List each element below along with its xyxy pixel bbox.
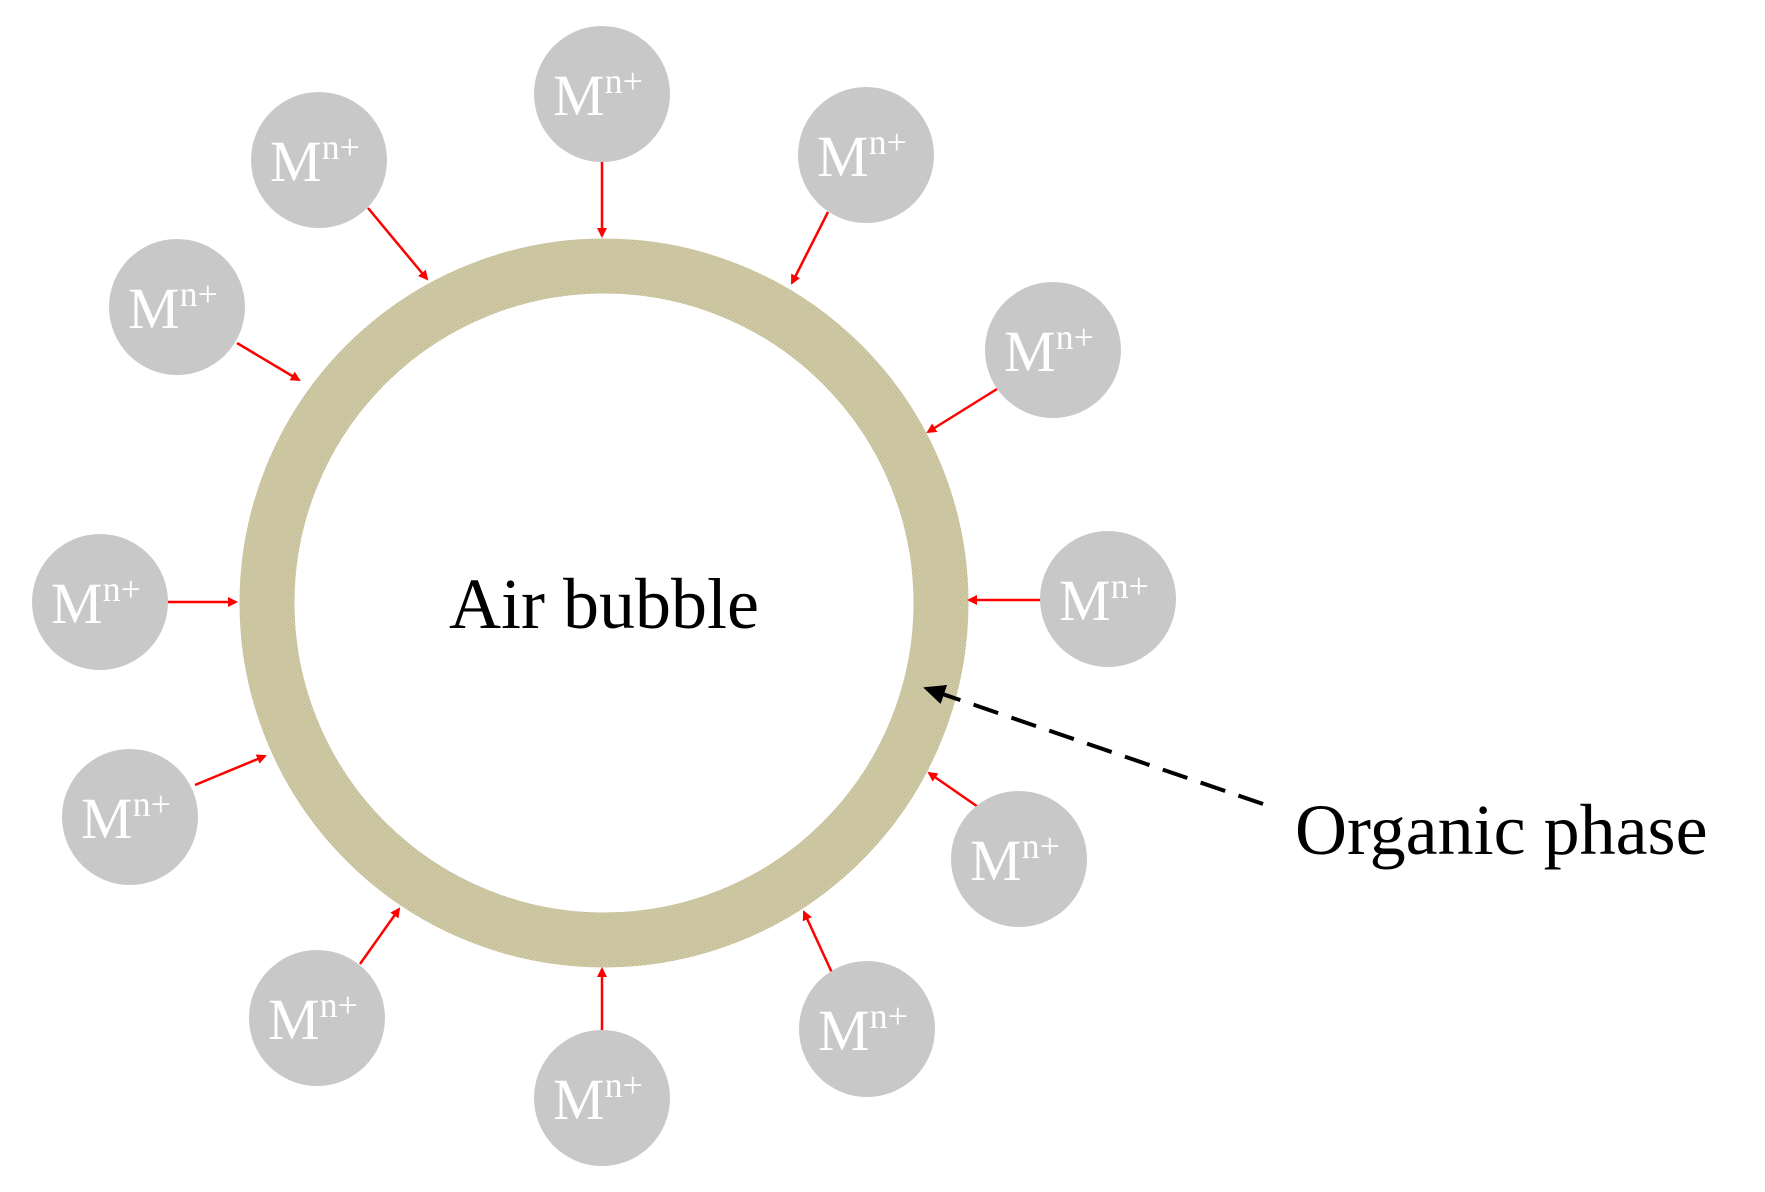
metal-ion [109,239,245,375]
metal-ion-label: Mn+ [1004,317,1094,384]
metal-ion [249,950,385,1086]
metal-ion-label: Mn+ [817,122,907,189]
ion-arrow [358,907,401,965]
metal-ion [798,87,934,223]
metal-ion [799,961,935,1097]
ion-arrow [802,910,835,976]
ion-arrow [926,387,998,434]
metal-ion [534,1030,670,1166]
metal-ion [951,791,1087,927]
metal-ion-label: Mn+ [553,61,643,128]
metal-ion-label: Mn+ [553,1065,643,1132]
metal-ion-label: Mn+ [270,127,360,194]
ion-arrow [194,754,267,787]
metal-ion [62,749,198,885]
ion-arrow [790,211,830,285]
metal-ion [534,26,670,162]
metal-ion-label: Mn+ [81,784,171,851]
ion-arrow [367,207,429,281]
organic-phase-pointer-arrow [923,685,1264,806]
ion-arrow [927,771,982,811]
metal-ion-label: Mn+ [1059,566,1149,633]
metal-ion-label: Mn+ [268,985,358,1052]
organic-phase-ring [239,238,969,968]
metal-ion [985,282,1121,418]
metal-ion-label: Mn+ [818,996,908,1063]
metal-ion-label: Mn+ [128,274,218,341]
metal-ion [251,92,387,228]
air-bubble-label: Air bubble [449,564,759,644]
metal-ion [1040,531,1176,667]
metal-ion-group: Mn+ Mn+ Mn+ Mn+ Mn+ Mn+ Mn+ Mn+ Mn+ Mn+ Mn+ Mn+ [32,26,1176,1166]
metal-ion-label: Mn+ [970,826,1060,893]
metal-ion-label: Mn+ [51,569,141,636]
organic-phase-label: Organic phase [1295,790,1708,870]
ion-arrow [236,341,301,382]
metal-ion [32,534,168,670]
